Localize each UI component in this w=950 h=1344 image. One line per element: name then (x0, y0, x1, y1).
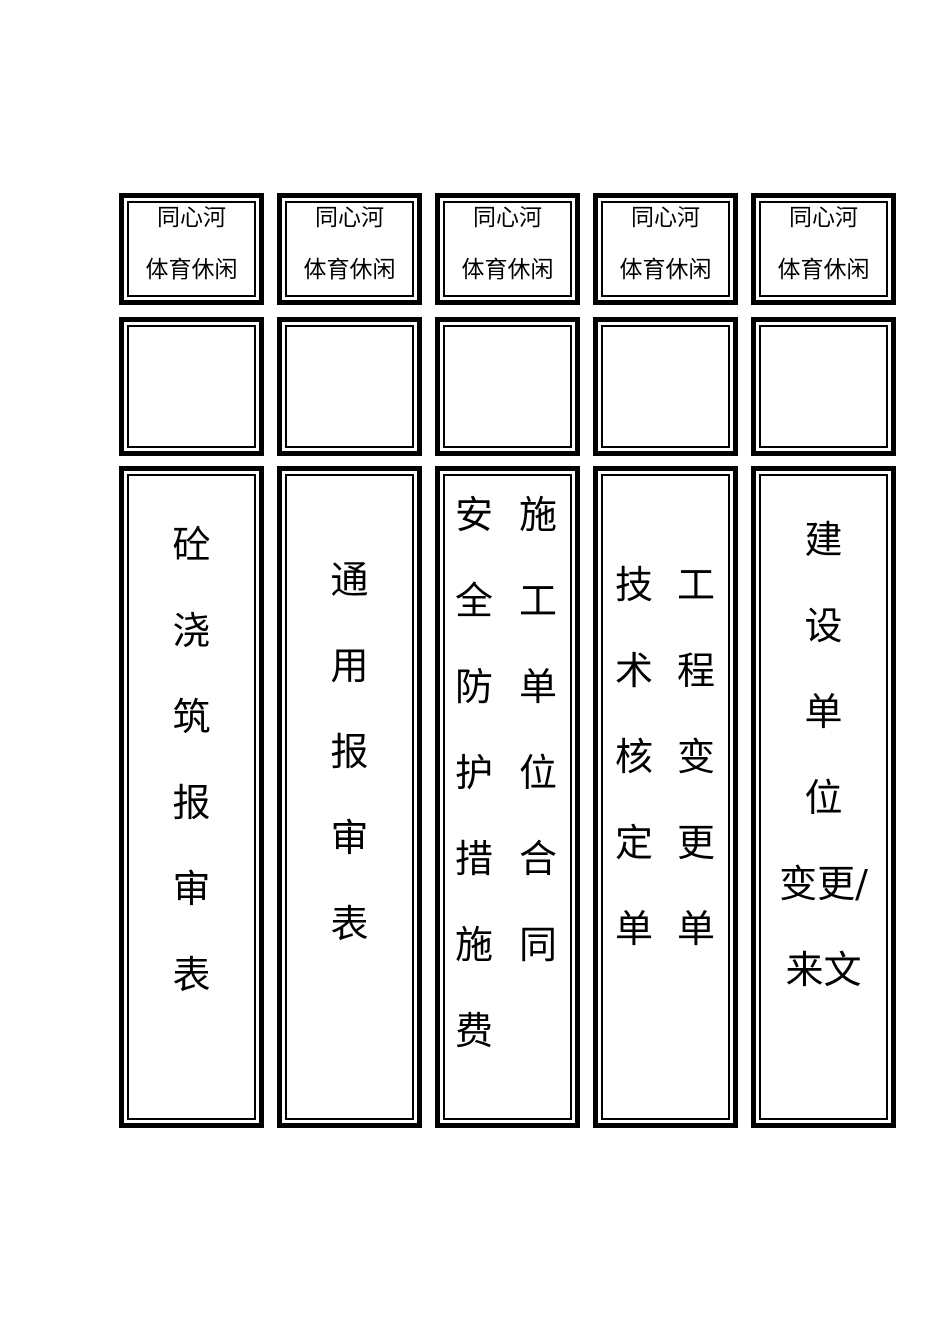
spine-1-blank-box (119, 317, 264, 456)
spine-4-title-left-column: 技 术 核 定 单 (612, 566, 656, 948)
spine-3-title-left-column: 安 全 防 护 措 施 费 (452, 496, 496, 1050)
title-char: 建 (804, 518, 843, 562)
spine-1-title-box: 砼 浇 筑 报 审 表 (119, 466, 264, 1128)
title-char: 表 (330, 902, 369, 946)
title-char: 变更/ (779, 862, 868, 906)
spine-2-blank-box (277, 317, 422, 456)
title-char: 施 (454, 923, 493, 967)
header-line-category: 体育休闲 (619, 257, 712, 283)
spine-1-header: 同心河 体育休闲 (119, 193, 264, 305)
spine-2-header: 同心河 体育休闲 (277, 193, 422, 305)
title-char: 报 (172, 781, 211, 825)
title-char: 审 (330, 816, 369, 860)
spine-3-title-box: 安 全 防 护 措 施 费 施 工 单 位 合 同 (435, 466, 580, 1128)
title-char: 单 (676, 907, 715, 951)
spine-1-title: 砼 浇 筑 报 审 表 (124, 526, 259, 994)
spine-5-header: 同心河 体育休闲 (751, 193, 896, 305)
title-char: 浇 (172, 609, 211, 653)
title-char: 单 (518, 665, 557, 709)
spine-2-title: 通 用 报 审 表 (282, 561, 417, 943)
spine-3-header: 同心河 体育休闲 (435, 193, 580, 305)
title-char: 护 (454, 751, 493, 795)
title-char: 砼 (172, 523, 211, 567)
title-char: 工 (518, 579, 557, 623)
title-char: 表 (172, 953, 211, 997)
title-char: 通 (330, 558, 369, 602)
title-char: 费 (454, 1009, 493, 1053)
title-char: 合 (518, 837, 557, 881)
title-char: 定 (614, 821, 653, 865)
title-char: 用 (330, 644, 369, 688)
title-char: 工 (676, 563, 715, 607)
spine-5-title-box: 建 设 单 位 变更/ 来文 (751, 466, 896, 1128)
spine-4-title-box: 技 术 核 定 单 工 程 变 更 单 (593, 466, 738, 1128)
spine-4-header: 同心河 体育休闲 (593, 193, 738, 305)
spine-5-title: 建 设 单 位 变更/ 来文 (756, 521, 891, 989)
title-char: 筑 (172, 695, 211, 739)
spine-2-title-box: 通 用 报 审 表 (277, 466, 422, 1128)
header-line-category: 体育休闲 (777, 257, 870, 283)
title-char: 来文 (785, 948, 862, 992)
spine-3-blank-box (435, 317, 580, 456)
header-line-project: 同心河 (473, 205, 542, 231)
spine-5-blank-box (751, 317, 896, 456)
title-char: 变 (676, 735, 715, 779)
title-char: 单 (614, 907, 653, 951)
header-line-project: 同心河 (789, 205, 858, 231)
title-char: 位 (804, 776, 843, 820)
title-char: 审 (172, 867, 211, 911)
header-line-project: 同心河 (631, 205, 700, 231)
header-line-category: 体育休闲 (461, 257, 554, 283)
title-char: 防 (454, 665, 493, 709)
title-char: 设 (804, 604, 843, 648)
title-char: 核 (614, 735, 653, 779)
spine-3-title-right-column: 施 工 单 位 合 同 (516, 496, 560, 964)
title-char: 单 (804, 690, 843, 734)
header-line-category: 体育休闲 (145, 257, 238, 283)
title-char: 术 (614, 649, 653, 693)
spine-4-title-right-column: 工 程 变 更 单 (674, 566, 718, 948)
title-char: 施 (518, 493, 557, 537)
title-char: 报 (330, 730, 369, 774)
header-line-project: 同心河 (315, 205, 384, 231)
title-char: 更 (676, 821, 715, 865)
title-char: 技 (614, 563, 653, 607)
title-char: 位 (518, 751, 557, 795)
title-char: 措 (454, 837, 493, 881)
title-char: 全 (454, 579, 493, 623)
spine-4-blank-box (593, 317, 738, 456)
header-line-project: 同心河 (157, 205, 226, 231)
title-char: 安 (454, 493, 493, 537)
title-char: 同 (518, 923, 557, 967)
header-line-category: 体育休闲 (303, 257, 396, 283)
title-char: 程 (676, 649, 715, 693)
